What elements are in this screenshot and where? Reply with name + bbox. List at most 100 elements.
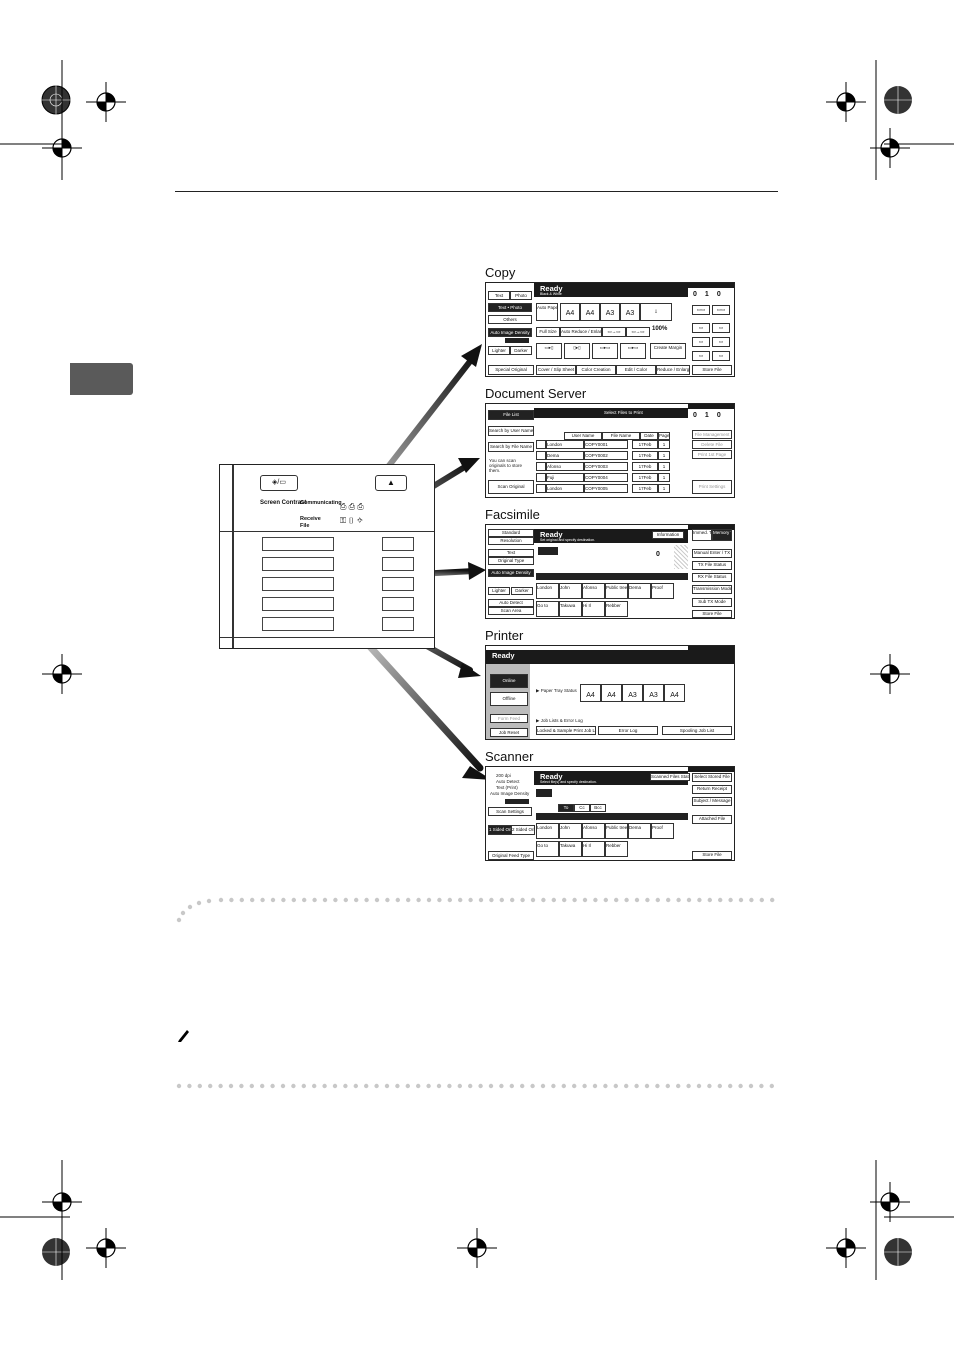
col-page[interactable]: Page: [658, 432, 670, 440]
copy-key[interactable]: [262, 537, 334, 551]
job-reset-button[interactable]: Job Reset: [490, 728, 528, 737]
color-creation-button[interactable]: Color Creation: [576, 365, 616, 375]
row-file[interactable]: COPY0005: [584, 484, 628, 493]
scan-original-button[interactable]: Scan Original: [488, 480, 534, 494]
file-management-button[interactable]: File Management: [692, 430, 732, 439]
ratio-2[interactable]: ▭→▭: [626, 327, 650, 337]
locked-sample-button[interactable]: Locked & Sample Print Job List: [536, 726, 596, 735]
fax-destination-item[interactable]: Hi Il: [582, 601, 605, 617]
fax-right-button-7[interactable]: Store File: [692, 610, 732, 618]
fax-information-button[interactable]: Information: [652, 531, 684, 539]
fax-scroll[interactable]: [674, 545, 688, 569]
tray-2[interactable]: A4: [580, 303, 600, 321]
print-settings-button[interactable]: Print Settings: [692, 480, 732, 494]
counter-key[interactable]: ▲: [375, 475, 407, 491]
scan-destination-item[interactable]: Public trees: [605, 823, 628, 839]
scan-destination-item[interactable]: Afonso: [582, 823, 605, 839]
fax-destination-item[interactable]: Dema: [628, 583, 651, 599]
facsimile-key[interactable]: [262, 577, 334, 591]
scan-settings-button[interactable]: Scan Settings: [488, 807, 532, 816]
special-original-button[interactable]: Special Original: [488, 365, 534, 375]
row-checkbox[interactable]: [536, 473, 546, 482]
fax-destination-item[interactable]: John: [559, 583, 582, 599]
cover-slip-sheet-button[interactable]: Cover / Slip Sheet: [536, 365, 576, 375]
scanner-right-button-3[interactable]: Subject / Message: [692, 797, 732, 806]
scanner-key[interactable]: [262, 617, 334, 631]
scan-destination-item[interactable]: Hi Il: [582, 841, 605, 857]
row-page[interactable]: 1: [658, 484, 670, 493]
fax-left-button-4[interactable]: Auto Image Density: [488, 569, 534, 577]
scan-destination-item[interactable]: Go to: [536, 841, 559, 857]
staple-3[interactable]: ▭: [692, 337, 710, 347]
energy-saver-key[interactable]: [382, 577, 414, 591]
login-key[interactable]: [382, 617, 414, 631]
fax-destination-item[interactable]: Go to: [536, 601, 559, 617]
row-file[interactable]: COPY0004: [584, 473, 628, 482]
punch-1[interactable]: ▭: [692, 351, 710, 361]
row-checkbox[interactable]: [536, 451, 546, 460]
form-feed-button[interactable]: Form Feed: [490, 714, 528, 723]
row-user[interactable]: Dema: [546, 451, 584, 460]
row-page[interactable]: 1: [658, 473, 670, 482]
user-tools-key[interactable]: ◈/▭: [260, 475, 298, 491]
bypass-tray[interactable]: ⇩: [640, 303, 672, 321]
row-page[interactable]: 1: [658, 462, 670, 471]
fax-left-button-7[interactable]: Auto Detect: [488, 599, 534, 607]
row-date[interactable]: 17Feb: [632, 473, 658, 482]
file-list-button[interactable]: File List: [488, 410, 534, 420]
row-date[interactable]: 17Feb: [632, 440, 658, 449]
two-sided-button[interactable]: 2 Sided Orig.: [511, 825, 535, 835]
scan-destination-item[interactable]: Dema: [628, 823, 651, 839]
offline-button[interactable]: Offline: [490, 692, 528, 706]
row-checkbox[interactable]: [536, 484, 546, 493]
row-file[interactable]: COPY0001: [584, 440, 628, 449]
delete-file-button[interactable]: Delete File: [692, 440, 732, 449]
col-date[interactable]: Date: [640, 432, 658, 440]
error-log-button[interactable]: Error Log: [598, 726, 658, 735]
text-button[interactable]: Text: [488, 291, 510, 300]
scan-destination-item[interactable]: Rebber: [605, 841, 628, 857]
clear-modes-key[interactable]: [382, 557, 414, 571]
fax-right-button-2[interactable]: Manual Enter / TX: [692, 549, 732, 558]
ratio-1[interactable]: ▭→▭: [602, 327, 626, 337]
program-key[interactable]: [382, 537, 414, 551]
row-date[interactable]: 17Feb: [632, 451, 658, 460]
one-sided-button[interactable]: 1 Sided Orig.: [488, 825, 512, 835]
scan-destination-item[interactable]: Takuwa: [559, 841, 582, 857]
duplex-3[interactable]: ▭▸▭: [592, 343, 618, 359]
row-user[interactable]: London: [546, 440, 584, 449]
fax-index-tabs[interactable]: [536, 573, 688, 580]
staple-1[interactable]: ▭: [692, 323, 710, 333]
staple-2[interactable]: ▭: [712, 323, 730, 333]
sort-icon[interactable]: ▭▭: [692, 305, 710, 315]
fax-left-button-2[interactable]: Text: [488, 549, 534, 557]
reduce-enlarge-button[interactable]: Reduce / Enlarge: [656, 365, 690, 375]
staple-4[interactable]: ▭: [712, 337, 730, 347]
scanner-right-button-4[interactable]: Attached File: [692, 815, 732, 824]
row-checkbox[interactable]: [536, 440, 546, 449]
fax-right-button-6[interactable]: Sub TX Mode: [692, 598, 732, 607]
tray-1[interactable]: A4: [560, 303, 580, 321]
col-user[interactable]: User Name: [564, 432, 602, 440]
photo-button[interactable]: Photo: [510, 291, 532, 300]
interrupt-key[interactable]: [382, 597, 414, 611]
scan-destination-item[interactable]: Proof: [651, 823, 674, 839]
fax-right-button-0[interactable]: Immed. TX: [692, 529, 712, 541]
auto-image-density-button[interactable]: Auto Image Density: [488, 328, 532, 337]
scanner-right-button-5[interactable]: Store File: [692, 851, 732, 860]
fax-left-button-6[interactable]: Darker: [511, 587, 533, 595]
fax-left-button-1[interactable]: Resolution: [488, 537, 534, 545]
row-date[interactable]: 17Feb: [632, 462, 658, 471]
printer-key[interactable]: [262, 597, 334, 611]
fax-left-button-8[interactable]: Scan Area: [488, 607, 534, 615]
tray-4[interactable]: A3: [620, 303, 640, 321]
online-button[interactable]: Online: [490, 674, 528, 688]
row-date[interactable]: 17Feb: [632, 484, 658, 493]
duplex-2[interactable]: ▯▸▯: [564, 343, 590, 359]
row-user[interactable]: Afonso: [546, 462, 584, 471]
others-button[interactable]: Others: [488, 315, 532, 324]
fax-right-button-1[interactable]: Memory TX: [712, 529, 732, 541]
auto-paper-select[interactable]: Auto Paper Select▶: [536, 303, 558, 321]
darker-button[interactable]: Darker: [510, 346, 532, 355]
scanner-right-button-1[interactable]: Select Stored File: [692, 773, 732, 782]
